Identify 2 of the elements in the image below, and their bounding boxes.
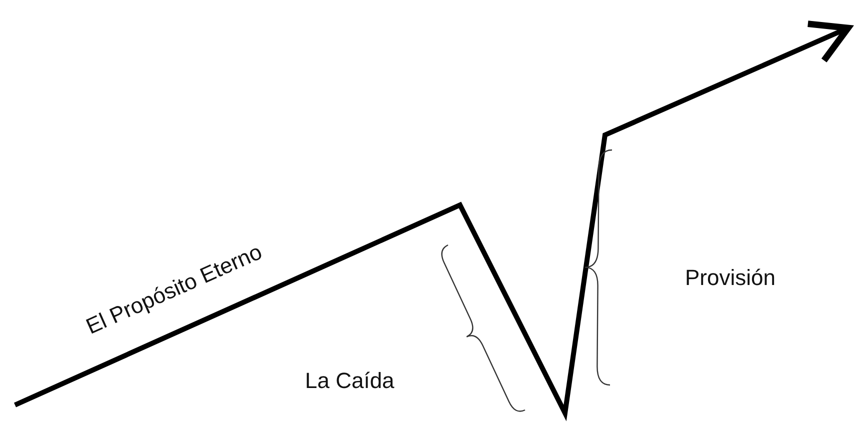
- segment-label: Provisión: [685, 267, 776, 289]
- segment-label: La Caída: [305, 370, 394, 392]
